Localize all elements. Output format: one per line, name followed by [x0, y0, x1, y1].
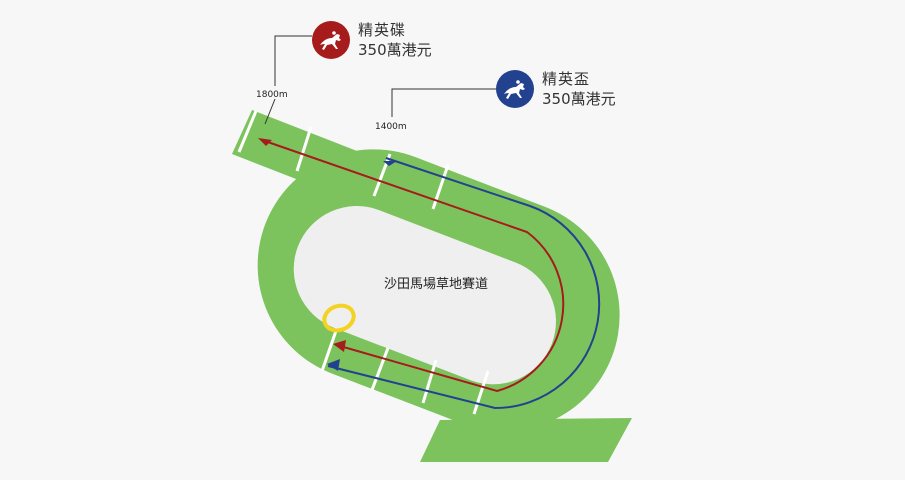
divider [320, 327, 339, 372]
race-prize-red: 350萬港元 [358, 41, 432, 59]
finish-runout [420, 418, 632, 462]
race-name-blue: 精英盃 [542, 70, 591, 88]
route-red-start-arrow [258, 138, 272, 146]
route-blue-start-arrow [383, 161, 397, 166]
divider [237, 110, 258, 153]
leader-line-red [274, 35, 312, 86]
divider [472, 370, 490, 415]
divider [421, 359, 438, 404]
racehorse-icon [504, 80, 525, 99]
race-info-red: 精英碟 350萬港元 [358, 20, 432, 60]
race-badge-blue [496, 70, 534, 108]
racehorse-icon [320, 31, 341, 50]
track-name: 沙田馬場草地賽道 [384, 276, 488, 292]
divider [295, 126, 313, 172]
race-prize-blue: 350萬港元 [542, 90, 616, 108]
leader-line-blue [391, 88, 497, 117]
distance-label-red: 1800m [256, 90, 288, 100]
divider [431, 164, 450, 210]
route-blue-1400m [327, 157, 601, 410]
infield [293, 199, 556, 385]
starting-chute [232, 110, 452, 232]
leader-line-red-lower [264, 98, 276, 125]
route-blue-finish-arrow [327, 359, 340, 371]
turf-track [232, 110, 632, 462]
furlong-dividers [237, 110, 490, 415]
route-red-finish-arrow [333, 340, 346, 352]
distance-label-blue: 1400m [375, 122, 407, 132]
race-info-blue: 精英盃 350萬港元 [542, 69, 616, 109]
divider [370, 347, 390, 391]
winning-post-marker [322, 303, 356, 333]
race-badge-red [312, 21, 350, 59]
race-name-red: 精英碟 [358, 21, 407, 39]
route-red-1800m [261, 139, 565, 393]
